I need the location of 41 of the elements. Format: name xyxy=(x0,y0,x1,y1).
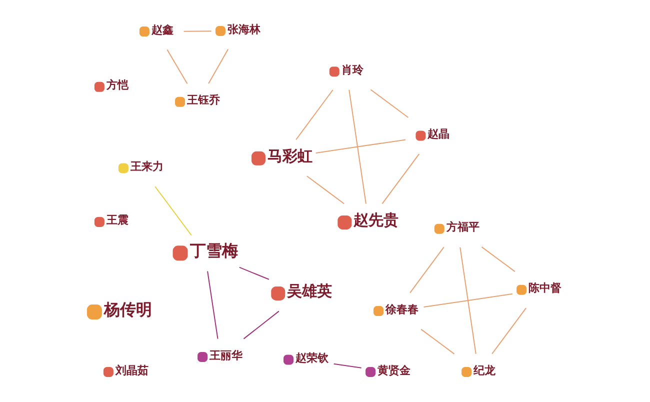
connector xyxy=(332,362,362,368)
connector xyxy=(182,30,212,32)
connector xyxy=(242,310,279,339)
node-label: 赵鑫 xyxy=(150,22,173,36)
node-label: 赵荣钦 xyxy=(295,351,328,364)
connector xyxy=(208,48,228,84)
node-label: 马彩虹 xyxy=(266,146,312,164)
connector xyxy=(491,307,526,354)
node-label: 王震 xyxy=(106,213,128,226)
connector xyxy=(459,246,476,354)
connector xyxy=(420,328,454,354)
node-label: 赵先贵 xyxy=(353,210,398,228)
node-label: 陈中督 xyxy=(528,281,562,294)
connector xyxy=(480,246,515,272)
connector xyxy=(348,88,366,204)
node-label: 王来力 xyxy=(130,160,163,173)
node-label: 刘晶茹 xyxy=(114,363,148,376)
node-label: 黄贤金 xyxy=(377,363,410,376)
connector xyxy=(381,152,420,204)
connector xyxy=(166,48,188,84)
node-label: 张海林 xyxy=(226,22,260,36)
node-label: 赵晶 xyxy=(427,126,450,140)
node-label: 丁雪梅 xyxy=(189,240,238,260)
node-label: 方福平 xyxy=(446,220,479,234)
node-label: 徐春春 xyxy=(385,302,418,316)
connector xyxy=(409,246,444,293)
connector xyxy=(154,186,192,236)
connector xyxy=(206,270,218,339)
node-label: 肖玲 xyxy=(340,62,363,76)
node-label: 方恺 xyxy=(106,78,128,92)
node-label: 杨传明 xyxy=(103,299,152,318)
node-label: 纪龙 xyxy=(473,363,496,376)
connector xyxy=(422,292,512,307)
connector xyxy=(306,175,344,204)
connector xyxy=(238,266,269,280)
node-label: 吴雄英 xyxy=(286,281,332,300)
connector xyxy=(295,88,333,140)
connector xyxy=(314,138,406,153)
connector xyxy=(370,88,408,118)
node-label: 王丽华 xyxy=(209,348,242,362)
node-label: 王钰乔 xyxy=(186,93,220,106)
